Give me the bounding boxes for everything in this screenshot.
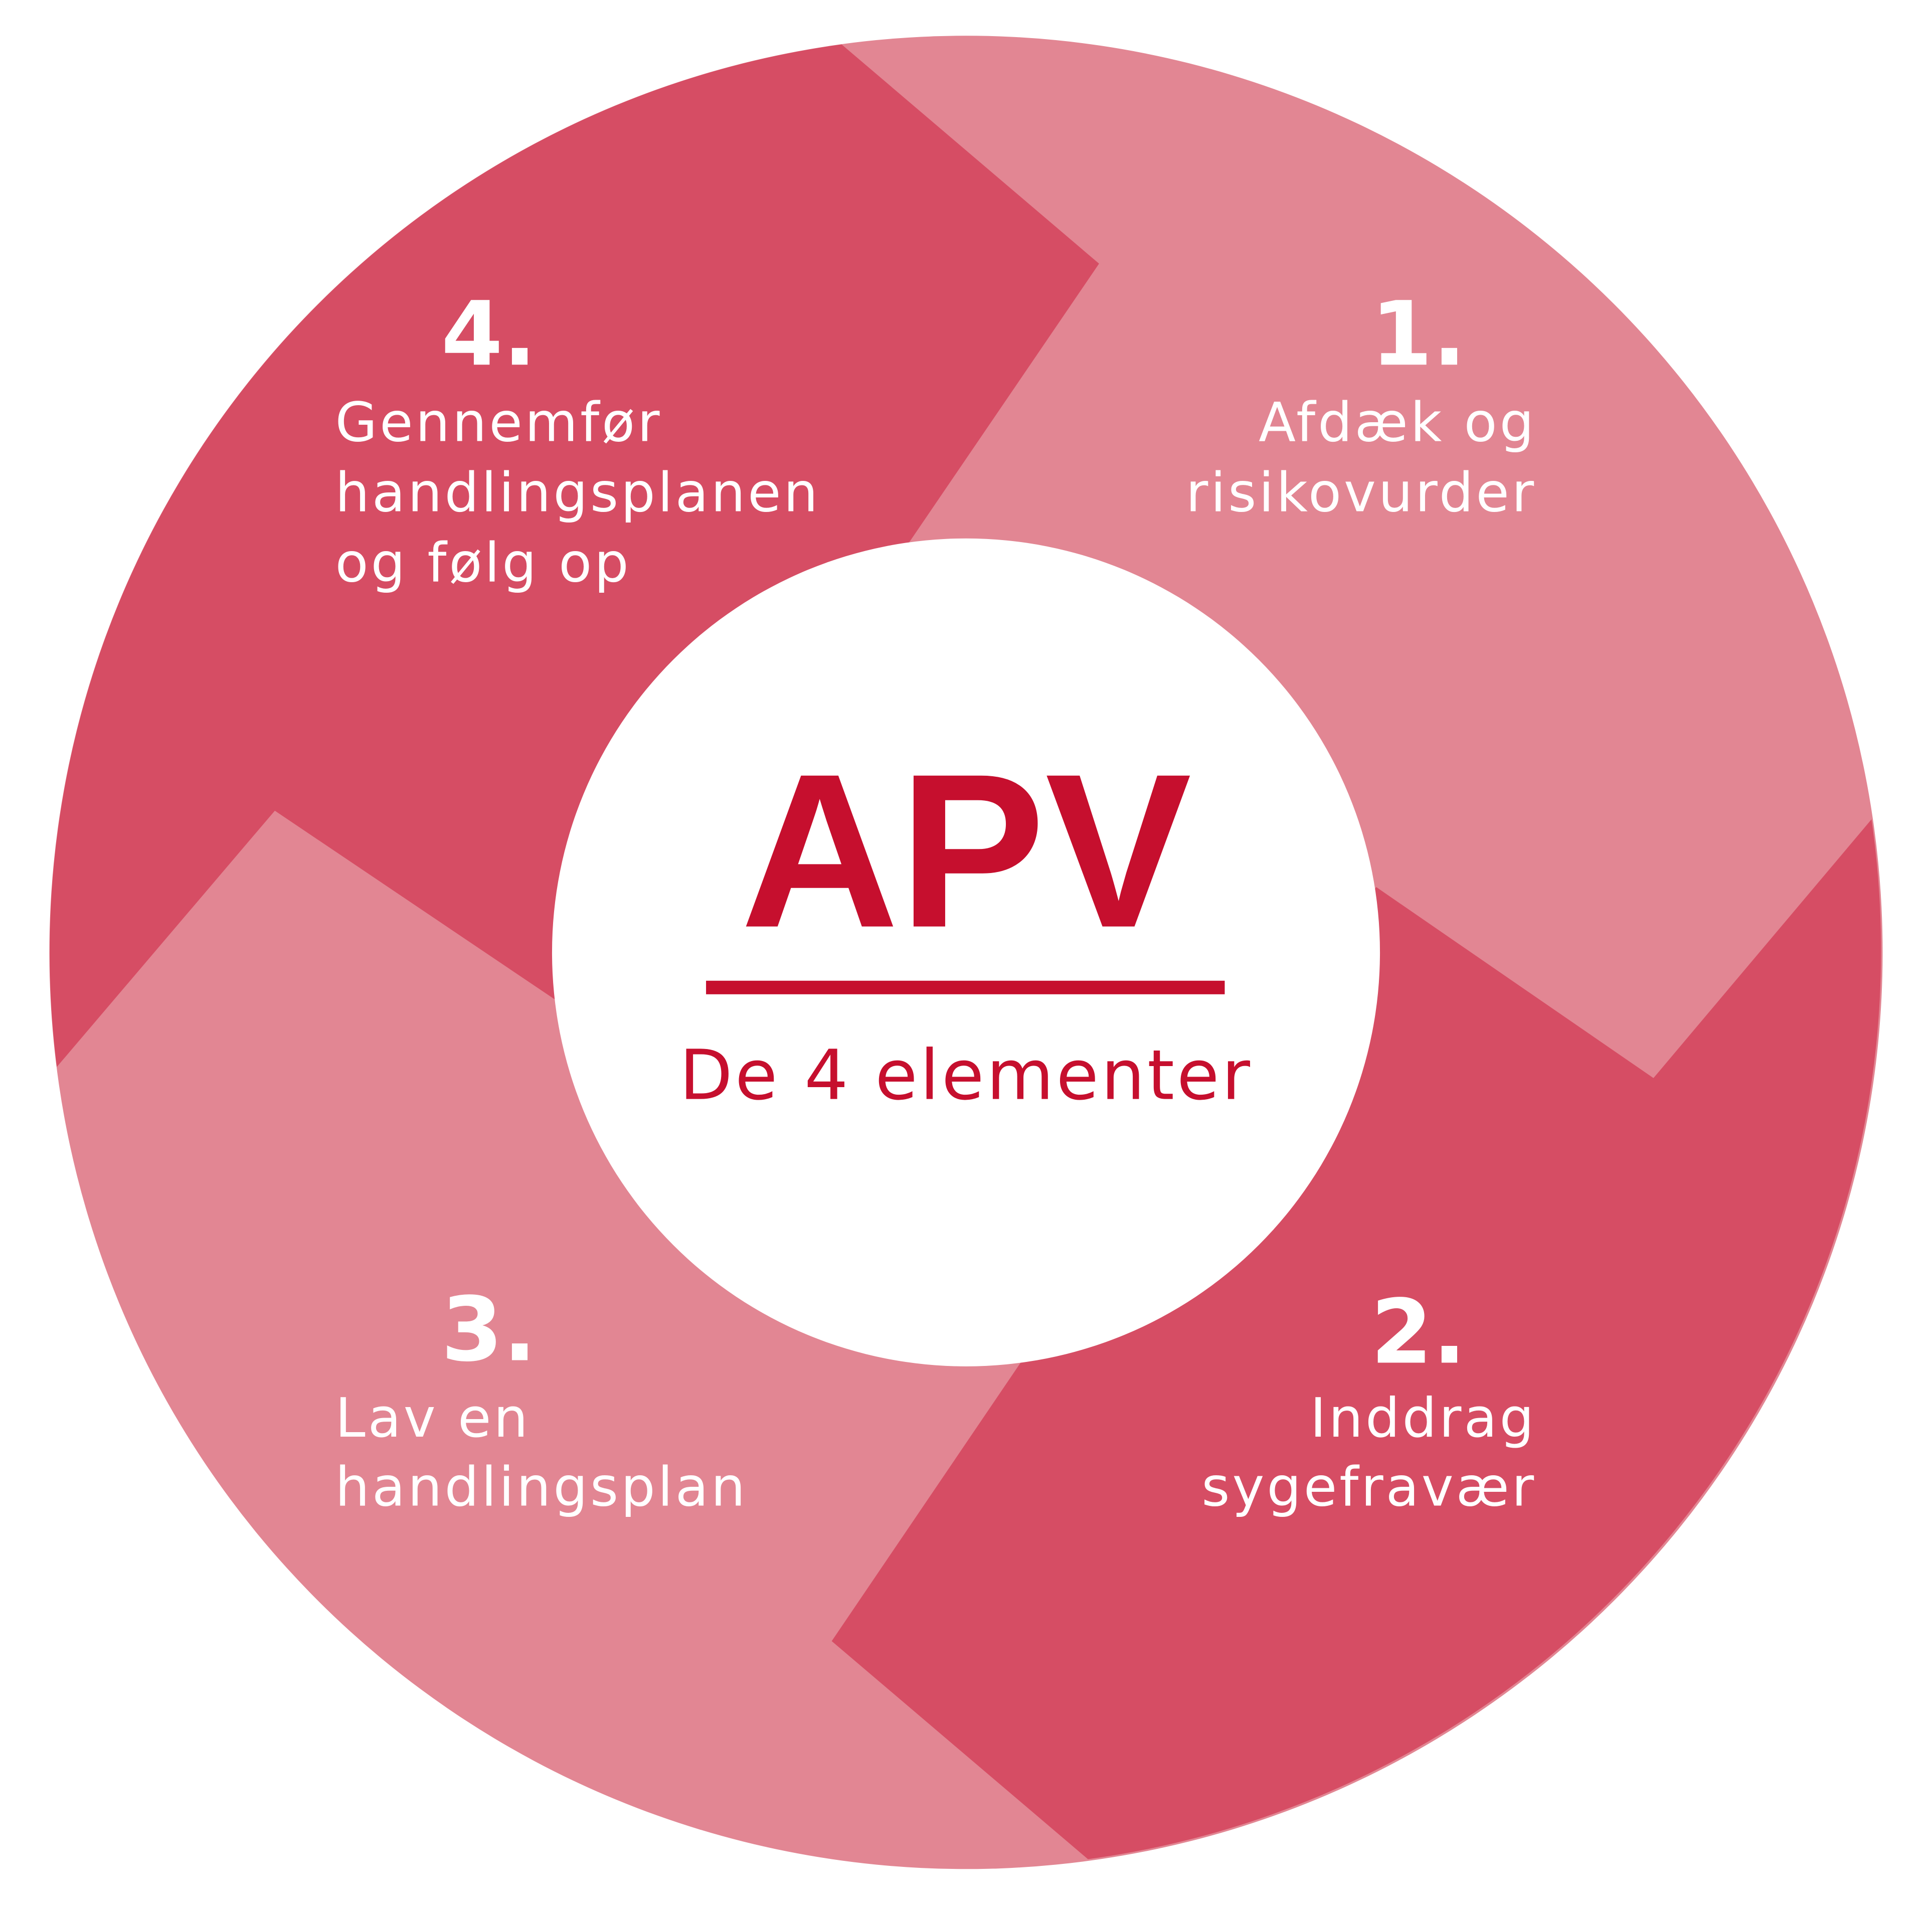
step-2: 2. Inddrag sygefravær — [1201, 1280, 1536, 1518]
step-1-label-line: Afdæk og — [1259, 392, 1536, 454]
segment-2-arrow — [831, 819, 1881, 1859]
step-2-number: 2. — [1371, 1280, 1466, 1383]
step-4: 4. Gennemfør handlingsplanen og følg op — [335, 282, 821, 595]
segment-4-arrow — [49, 44, 1099, 1067]
step-3-label-line: handlingsplan — [335, 1456, 748, 1518]
step-4-label-line: og følg op — [335, 532, 631, 595]
center-divider — [706, 980, 1225, 994]
step-3: 3. Lav en handlingsplan — [335, 1278, 748, 1519]
center-circle — [552, 538, 1380, 1366]
step-1: 1. Afdæk og risikovurder — [1186, 282, 1536, 525]
step-2-label-line: Inddrag — [1310, 1387, 1536, 1450]
step-3-label-line: Lav en — [335, 1387, 531, 1450]
step-4-number: 4. — [441, 282, 537, 386]
step-4-label-line: handlingsplanen — [335, 462, 821, 525]
center-subtitle: De 4 elementer — [679, 1035, 1253, 1116]
step-1-number: 1. — [1371, 282, 1466, 386]
step-3-number: 3. — [441, 1278, 537, 1381]
step-2-label-line: sygefravær — [1201, 1456, 1536, 1518]
center-title: APV — [741, 728, 1192, 973]
step-1-label-line: risikovurder — [1186, 462, 1536, 525]
step-4-label-line: Gennemfør — [335, 392, 662, 454]
